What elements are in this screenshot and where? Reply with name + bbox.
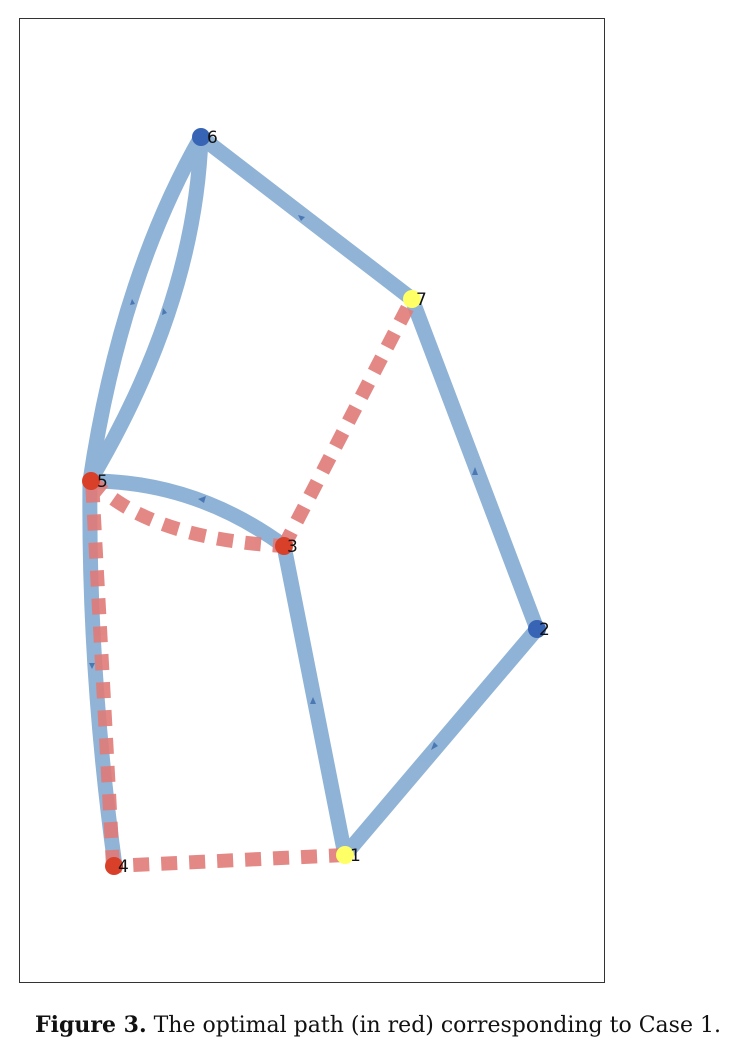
node-layer bbox=[82, 128, 546, 875]
arrow-1-3 bbox=[310, 697, 316, 704]
optimal-path-layer bbox=[85, 295, 419, 873]
edge-5-4 bbox=[82, 473, 123, 874]
edge-3-5 bbox=[82, 473, 292, 554]
edge-5-6-inner bbox=[82, 129, 209, 489]
arrow-5-6 bbox=[162, 308, 167, 315]
edge-7-6 bbox=[193, 129, 420, 307]
node-label-3: 3 bbox=[287, 537, 298, 557]
arrow-2-7 bbox=[472, 467, 478, 475]
node-7 bbox=[403, 290, 421, 308]
node-3 bbox=[275, 537, 293, 555]
arrow-5-4 bbox=[89, 663, 95, 669]
arrow-7-6 bbox=[298, 215, 305, 221]
path-3-7 bbox=[277, 295, 419, 550]
node-label-7: 7 bbox=[416, 290, 427, 310]
graph-panel: 1 2 3 4 5 6 7 bbox=[19, 18, 605, 983]
node-label-5: 5 bbox=[97, 472, 108, 492]
edge-6-5-outer bbox=[82, 129, 209, 489]
node-6 bbox=[192, 128, 210, 146]
node-2 bbox=[528, 620, 546, 638]
path-5-3 bbox=[87, 475, 285, 553]
node-4 bbox=[105, 857, 123, 875]
figure-caption-label: Figure 3. bbox=[35, 1012, 147, 1038]
node-labels: 1 2 3 4 5 6 7 bbox=[97, 128, 550, 877]
figure-caption-text: The optimal path (in red) corresponding … bbox=[146, 1013, 721, 1038]
arrow-3-5 bbox=[198, 496, 206, 503]
node-label-1: 1 bbox=[350, 846, 361, 866]
path-1-4 bbox=[112, 848, 346, 873]
arrow-6-5 bbox=[130, 299, 135, 305]
edge-arrows bbox=[89, 215, 478, 750]
node-label-2: 2 bbox=[539, 620, 550, 640]
edge-layer bbox=[82, 129, 545, 874]
node-label-6: 6 bbox=[207, 128, 218, 148]
node-5 bbox=[82, 472, 100, 490]
path-4-5 bbox=[85, 480, 120, 867]
figure-caption: Figure 3. The optimal path (in red) corr… bbox=[0, 1012, 756, 1038]
arrow-1-2 bbox=[431, 742, 438, 750]
edge-2-7 bbox=[404, 291, 545, 637]
node-1 bbox=[336, 846, 354, 864]
edge-1-2 bbox=[337, 621, 545, 863]
node-label-4: 4 bbox=[118, 857, 129, 877]
graph-svg: 1 2 3 4 5 6 7 bbox=[82, 128, 550, 877]
